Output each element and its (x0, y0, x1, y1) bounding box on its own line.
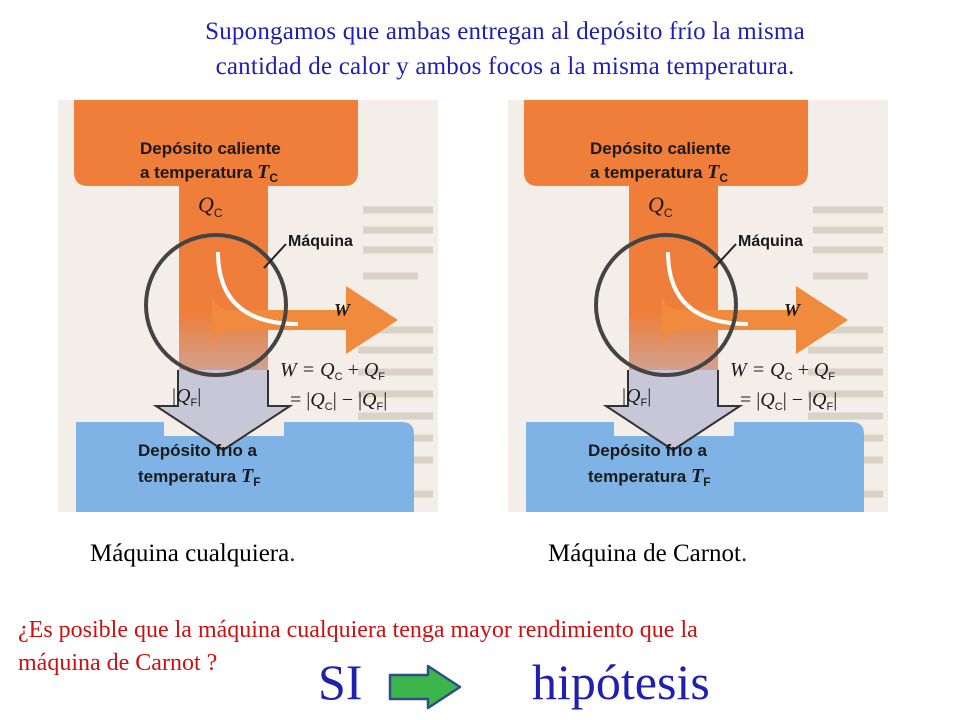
cold-reservoir-label-1: Depósito frío a (588, 441, 708, 460)
work-arrow (212, 240, 398, 354)
engine-diagram-left-svg: Depósito caliente a temperatura TC QC Má… (58, 100, 438, 512)
machine-label: Máquina (288, 233, 353, 250)
right-arrow-icon (388, 664, 462, 710)
hot-reservoir-label-2: a temperatura TC (590, 161, 728, 185)
machine-pointer (713, 243, 737, 269)
caption-right-dot: . (741, 540, 748, 567)
cold-reservoir (526, 422, 864, 512)
caption-left-text: Máquina cualquiera (90, 540, 290, 567)
engine-diagram-right-svg: Depósito caliente a temperatura TC QC Má… (508, 100, 888, 512)
hot-reservoir-label-1: Depósito caliente (140, 139, 281, 158)
work-label: W (784, 300, 802, 320)
work-arrow (662, 240, 848, 354)
qf-abs-label: |QF| (172, 385, 201, 409)
equation-line-1: W = QC + QF (730, 359, 835, 383)
cold-reservoir (76, 422, 414, 512)
qc-label: QC (198, 192, 223, 220)
cold-reservoir-label-2: temperatura TF (138, 465, 261, 489)
engine-diagram-left: Depósito caliente a temperatura TC QC Má… (58, 100, 438, 512)
question-text: ¿Es posible que la máquina cualquiera te… (18, 614, 948, 680)
header-text: Supongamos que ambas entregan al depósit… (100, 14, 910, 84)
header-line-1: Supongamos que ambas entregan al depósit… (205, 18, 805, 45)
equation-line-2: = |QC| − |QF| (290, 389, 387, 413)
caption-left: Máquina cualquiera. (90, 540, 295, 568)
equation-line-2: = |QC| − |QF| (740, 389, 837, 413)
cold-reservoir-label-2: temperatura TF (588, 465, 711, 489)
caption-right: Máquina de Carnot. (548, 540, 747, 568)
caption-right-text: Máquina de Carnot (548, 540, 742, 567)
equation-line-1: W = QC + QF (280, 359, 385, 383)
hot-reservoir (74, 100, 358, 220)
hot-reservoir-label-2: a temperatura TC (140, 161, 278, 185)
heat-rejected-arrow (602, 370, 744, 452)
question-line-2: máquina de Carnot ? (18, 650, 218, 676)
qc-label: QC (648, 192, 673, 220)
heat-rejected-arrow (152, 370, 294, 452)
hot-reservoir-label-1: Depósito caliente (590, 139, 731, 158)
cold-reservoir-label-1: Depósito frío a (138, 441, 258, 460)
answer-hipotesis: hipótesis (532, 654, 710, 710)
engine-circle (594, 233, 738, 377)
qf-abs-label: |QF| (622, 385, 651, 409)
machine-label: Máquina (738, 233, 803, 250)
header-line-2: cantidad de calor y ambos focos a la mis… (215, 53, 795, 80)
question-line-1: ¿Es posible que la máquina cualquiera te… (18, 617, 698, 643)
machine-pointer (263, 243, 287, 269)
engine-circle (144, 233, 288, 377)
answer-si: SI (318, 654, 363, 710)
work-arrow-highlight (666, 251, 749, 326)
work-label: W (334, 300, 352, 320)
engine-diagram-right: Depósito caliente a temperatura TC QC Má… (508, 100, 888, 512)
hot-reservoir (524, 100, 808, 220)
caption-left-dot: . (289, 540, 296, 567)
work-arrow-highlight (216, 251, 299, 326)
